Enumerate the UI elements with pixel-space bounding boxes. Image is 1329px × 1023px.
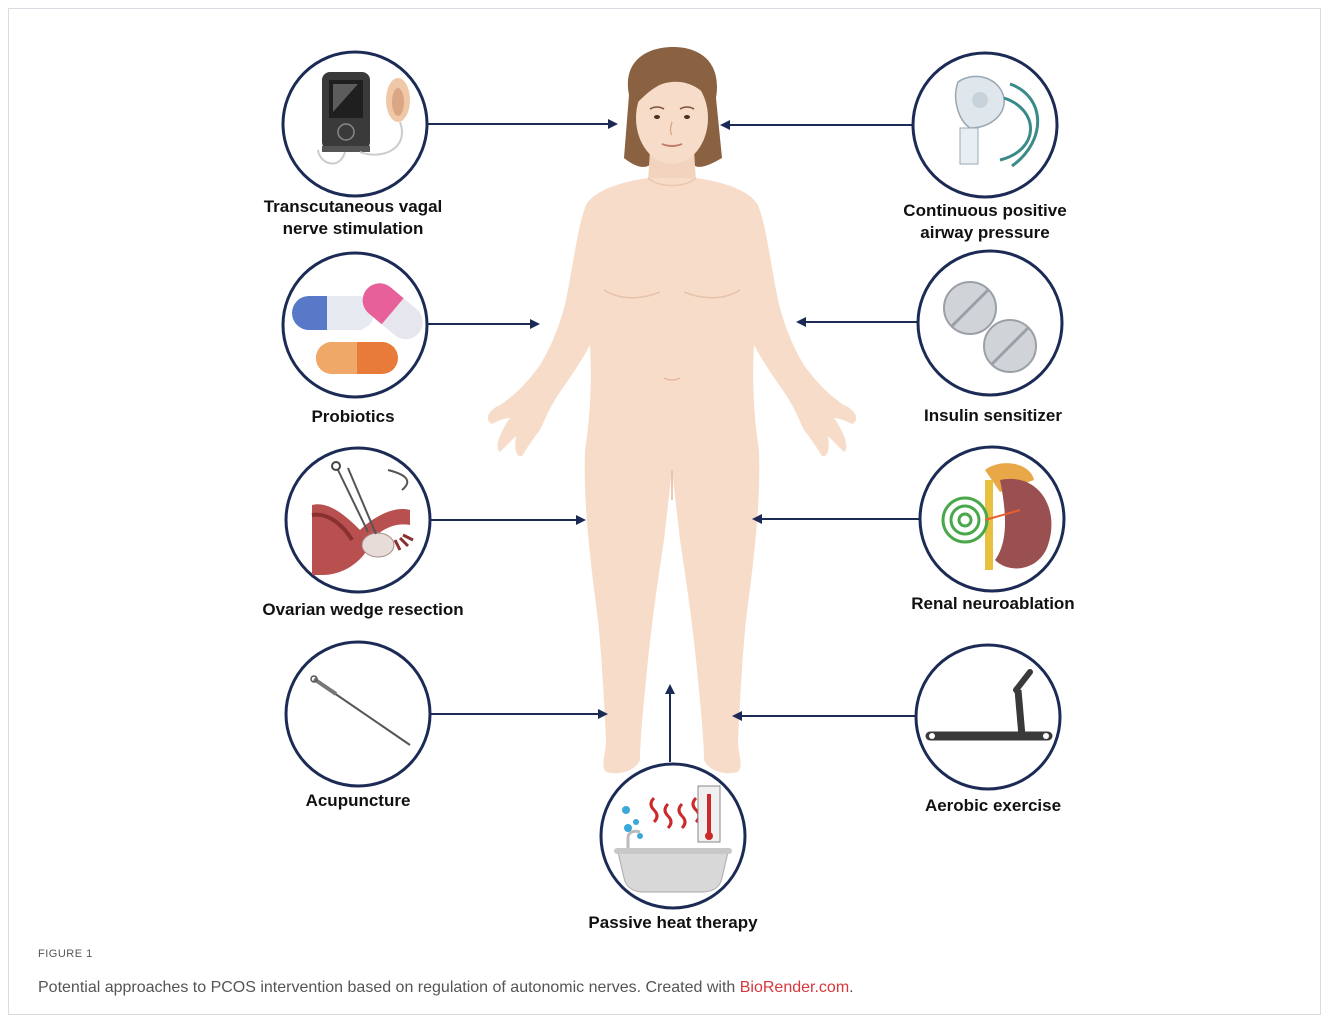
- label-probiotics: Probiotics: [253, 406, 453, 428]
- label-ovarian: Ovarian wedge resection: [238, 599, 488, 621]
- biorender-link[interactable]: BioRender.com: [740, 979, 849, 996]
- tablets-icon: [918, 251, 1062, 395]
- tvns-device-icon: [283, 52, 427, 196]
- caption-end: .: [849, 979, 853, 996]
- probiotic-capsules-icon: [283, 253, 430, 397]
- label-tvns-line2: nerve stimulation: [238, 218, 468, 240]
- label-renal: Renal neuroablation: [878, 593, 1108, 615]
- figure-caption: Potential approaches to PCOS interventio…: [38, 979, 854, 997]
- caption-text: Potential approaches to PCOS interventio…: [38, 979, 740, 996]
- label-tvns-line1: Transcutaneous vagal: [238, 196, 468, 218]
- label-cpap-line2: airway pressure: [870, 222, 1100, 244]
- woman-body-figure: [488, 47, 856, 773]
- cpap-mask-icon: [913, 53, 1057, 197]
- label-acupuncture: Acupuncture: [258, 790, 458, 812]
- label-heat: Passive heat therapy: [558, 912, 788, 934]
- label-tvns: Transcutaneous vagal nerve stimulation: [238, 196, 468, 240]
- ovarian-surgery-icon: [286, 448, 430, 592]
- treadmill-icon: [916, 645, 1060, 789]
- label-insulin: Insulin sensitizer: [878, 405, 1108, 427]
- label-aerobic: Aerobic exercise: [878, 795, 1108, 817]
- figure-label: FIGURE 1: [38, 948, 93, 960]
- bathtub-heat-icon: [601, 764, 745, 908]
- acupuncture-needle-icon: [286, 642, 430, 786]
- label-cpap: Continuous positive airway pressure: [870, 200, 1100, 244]
- kidney-ablation-icon: [920, 447, 1064, 591]
- label-cpap-line1: Continuous positive: [870, 200, 1100, 222]
